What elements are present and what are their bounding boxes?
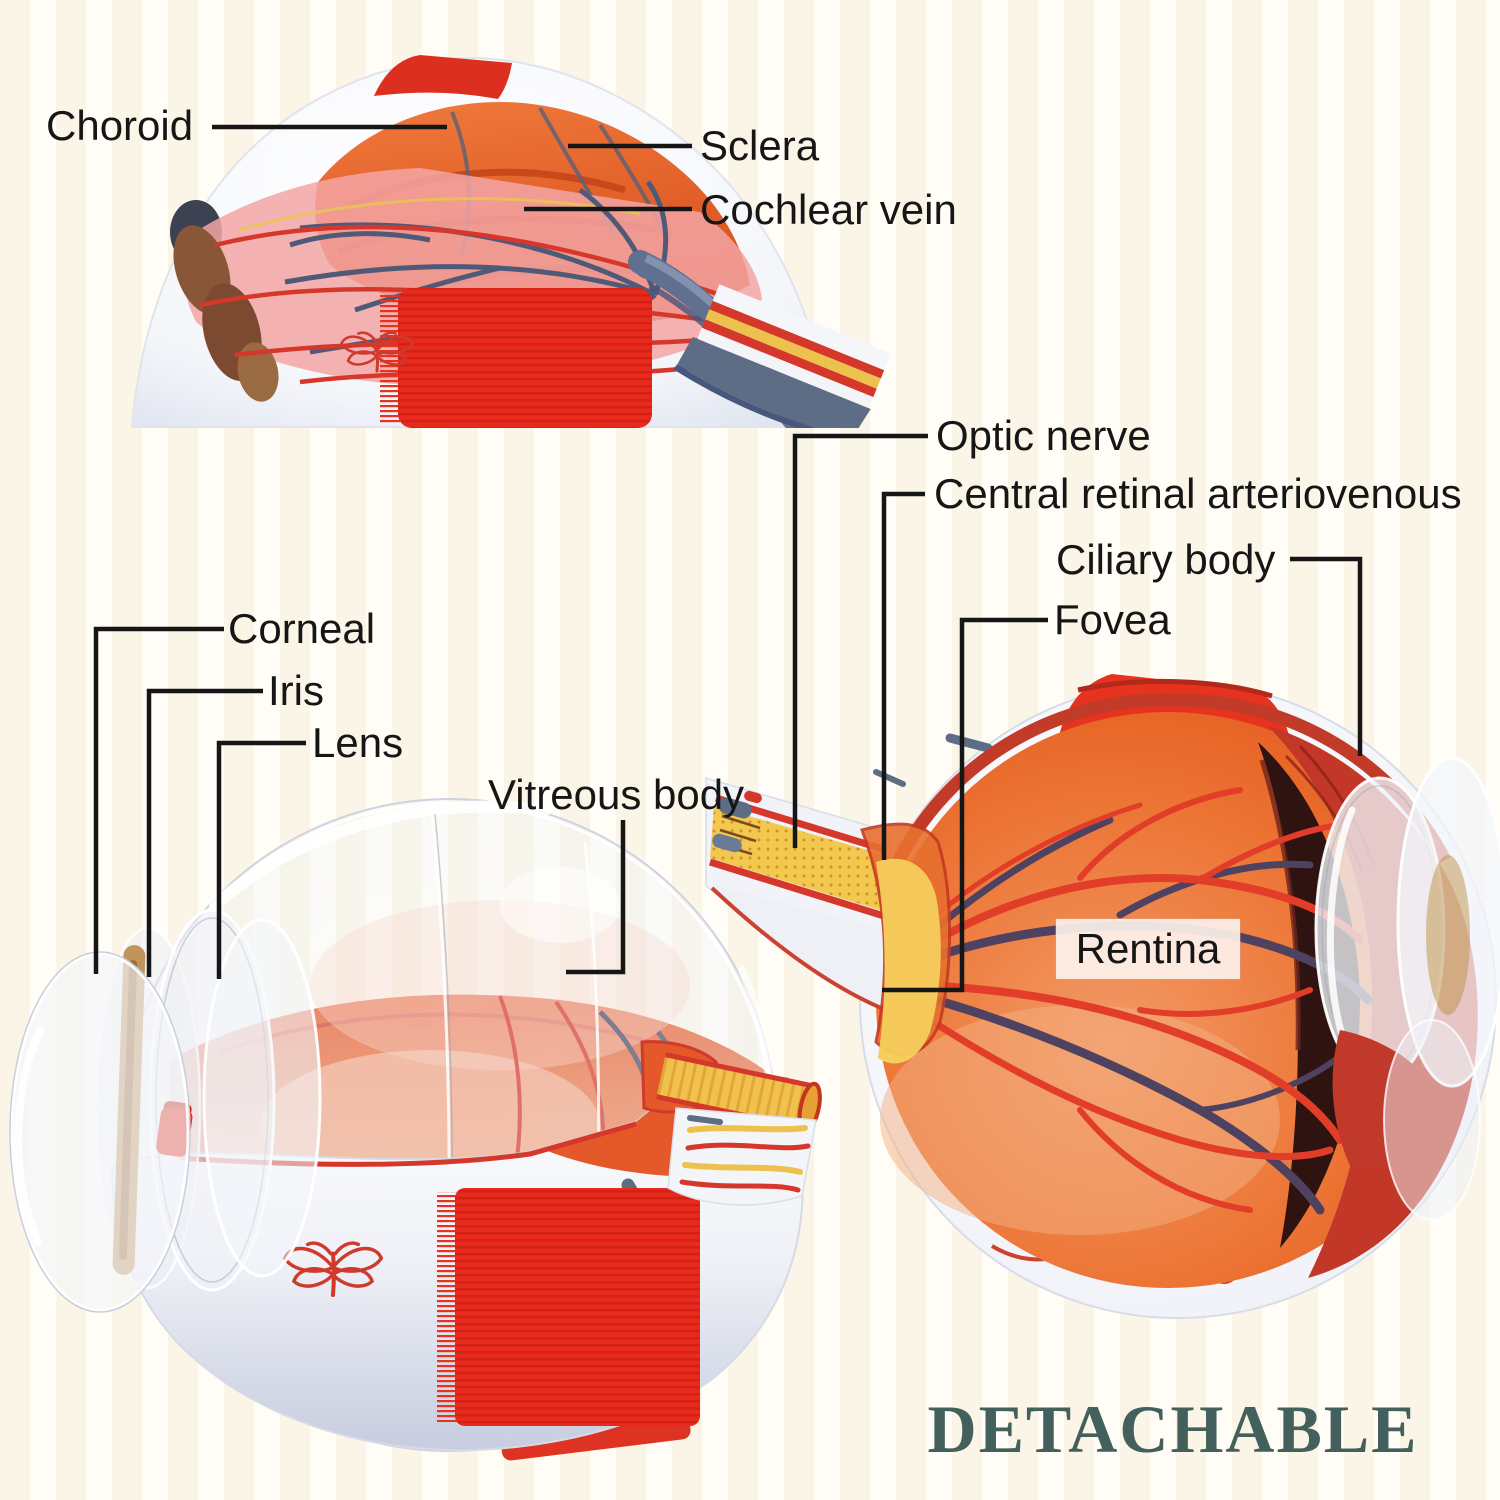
detachable-badge: DETACHABLE [927, 1391, 1419, 1467]
leader-iris [146, 688, 263, 977]
lens-disc-2 [202, 918, 322, 1278]
retina-tag-text: Rentina [1075, 925, 1221, 972]
retina-tag-box: Rentina [1056, 919, 1240, 979]
right-model-posterior-hemisphere [705, 674, 1500, 1319]
cornea-disc [10, 952, 190, 1312]
leader-optic-nerve [792, 433, 928, 848]
rectus-muscle-patch-top [380, 288, 652, 428]
top-model-upper-hemisphere [130, 55, 891, 428]
choroid-rim [873, 693, 1451, 908]
leader-ciliary-body [1290, 556, 1363, 756]
label-lens: Lens [312, 719, 404, 766]
label-iris: Iris [268, 667, 324, 714]
label-fovea: Fovea [1054, 596, 1171, 643]
label-corneal: Corneal [228, 605, 376, 652]
bottom-left-model-lower-hemisphere [9, 798, 822, 1461]
label-cochlear-vein: Cochlear vein [700, 186, 957, 233]
vein-dashes [873, 733, 993, 787]
leader-central-retinal [881, 491, 925, 860]
lens-clear-discs [1314, 756, 1500, 1221]
optic-nerve-tail-bl [640, 1040, 822, 1206]
label-choroid: Choroid [46, 102, 194, 149]
label-ciliary-body: Ciliary body [1056, 536, 1276, 583]
leader-corneal [93, 626, 224, 974]
label-sclera: Sclera [700, 122, 820, 169]
leader-lines [93, 124, 1363, 993]
optic-nerve-stalk [705, 776, 951, 1064]
label-optic-nerve: Optic nerve [936, 412, 1151, 459]
cut-muscle-top [374, 55, 512, 99]
leader-lens [216, 740, 306, 979]
leader-fovea [882, 617, 1048, 993]
label-central-retinal: Central retinal arteriovenous [934, 470, 1462, 517]
optic-nerve-stub [673, 284, 891, 428]
lens-stack [9, 908, 322, 1313]
rectus-muscle-patch-bl [437, 1188, 700, 1426]
label-vitreous-body: Vitreous body [488, 771, 745, 818]
leader-vitreous-body [566, 820, 626, 975]
